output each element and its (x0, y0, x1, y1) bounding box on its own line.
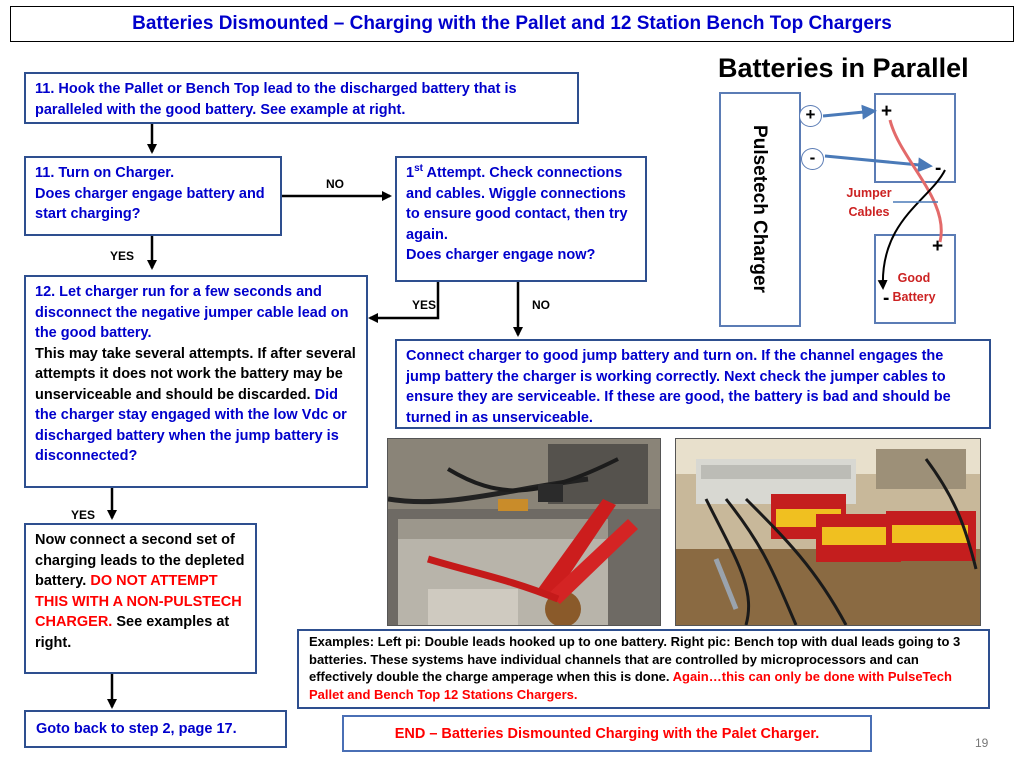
attempt-number: 1 (406, 165, 415, 181)
label-yes-turn-on: YES (110, 249, 135, 263)
step12-box: 12. Let charger run for a few seconds an… (24, 275, 368, 488)
good-battery-line1: Good (897, 271, 931, 285)
label-no-turn-on: NO (326, 177, 344, 191)
step-hook-box: 11. Hook the Pallet or Bench Top lead to… (24, 72, 579, 124)
photo-bench-top-image (676, 439, 980, 625)
charger-minus-terminal: - (801, 148, 824, 170)
diagram-title: Batteries in Parallel (718, 53, 969, 83)
second-set-box: Now connect a second set of charging lea… (24, 523, 257, 674)
step-turn-on-box: 11. Turn on Charger. Does charger engage… (24, 156, 282, 236)
step-hook-text: 11. Hook the Pallet or Bench Top lead to… (35, 81, 517, 118)
second-set-black1: Now connect a second set of charging lea… (35, 532, 245, 589)
attempt-text: Attempt. Check connections and cables. W… (406, 165, 628, 243)
end-box: END – Batteries Dismounted Charging with… (342, 715, 872, 752)
page-title: Batteries Dismounted – Charging with the… (132, 13, 892, 34)
battery2-plus-sign: + (932, 236, 944, 257)
connect-box: Connect charger to good jump battery and… (395, 339, 991, 429)
cable-charger-positive (822, 104, 877, 120)
label-yes-attempt: YES (412, 298, 437, 312)
photo-bench-top (675, 438, 981, 626)
charger-plus-terminal: + (799, 105, 822, 127)
end-text: END – Batteries Dismounted Charging with… (394, 726, 820, 742)
second-set-black2: See examples at right. (35, 614, 230, 651)
cable-charger-negative (824, 154, 933, 173)
jumper-cables-label: Jumper Cables (838, 184, 900, 222)
jumper-cables-line2: Cables (848, 205, 890, 219)
attempt-box: 1st Attempt. Check connections and cable… (395, 156, 647, 282)
jumper-positive-red (888, 119, 943, 243)
photo-double-leads (387, 438, 661, 626)
page-number: 19 (975, 736, 989, 750)
jumper-negative-black (877, 169, 946, 290)
second-set-red: DO NOT ATTEMPT THIS WITH A NON-PULSTECH … (35, 573, 242, 630)
good-battery-label: Good Battery (886, 269, 942, 307)
charger-box (719, 92, 801, 327)
examples-box: Examples: Left pi: Double leads hooked u… (297, 629, 990, 709)
attempt-superscript: st (414, 163, 423, 175)
examples-text: Examples: Left pi: Double leads hooked u… (309, 634, 961, 684)
good-battery-line2: Battery (892, 290, 936, 304)
step12-black-part: This may take several attempts. If after… (35, 345, 356, 403)
arrow-attempt-yes (368, 282, 440, 323)
goto-text: Goto back to step 2, page 17. (36, 721, 237, 737)
attempt-question: Does charger engage now? (406, 247, 596, 263)
step-turn-on-line1: 11. Turn on Charger. (35, 165, 175, 181)
page-title-box: Batteries Dismounted – Charging with the… (10, 6, 1014, 42)
battery2-minus-sign: - (883, 288, 890, 309)
label-no-attempt: NO (532, 298, 550, 312)
step-turn-on-line2: Does charger engage battery and start ch… (35, 185, 265, 223)
connect-text: Connect charger to good jump battery and… (406, 348, 951, 426)
goto-box: Goto back to step 2, page 17. (24, 710, 287, 748)
step12-blue-part: 12. Let charger run for a few seconds an… (35, 284, 349, 341)
label-yes-step12: YES (71, 508, 96, 522)
battery1-minus-sign: - (935, 158, 942, 179)
examples-red-text: Again…this can only be done with PulseTe… (309, 669, 952, 702)
battery1-plus-sign: + (881, 101, 893, 122)
photo-double-leads-image (388, 439, 660, 625)
step12-blue-question: Did the charger stay engaged with the lo… (35, 386, 347, 465)
jumper-cables-line1: Jumper (846, 186, 892, 200)
